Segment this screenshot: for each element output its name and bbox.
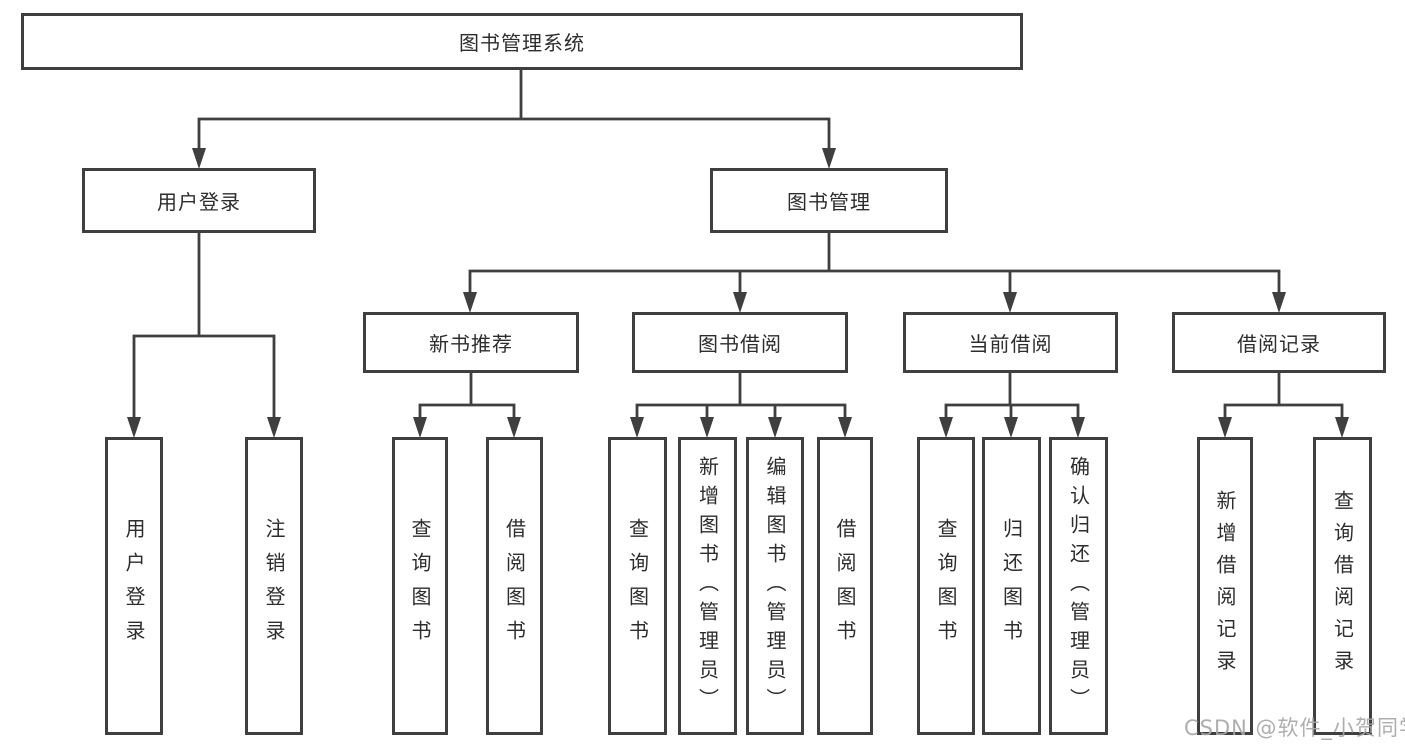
node-current-borrowing: 当前借阅 [903,312,1118,373]
arrow-icon [413,417,427,438]
arrow-icon [192,148,206,169]
node-user-login: 用户登录 [82,168,316,233]
node-label: 图书借阅 [698,332,782,356]
arrow-icon [1218,417,1232,438]
leaf-label: 用户登录 [122,518,146,654]
arrow-icon [267,417,281,438]
leaf-current-confirm-return-admin: 确认归还（管理员） [1049,437,1108,735]
leaf-label: 编辑图书（管理员） [763,455,787,717]
leaf-current-query-books: 查询图书 [917,437,975,735]
leaf-records-query-borrow-record: 查询借阅记录 [1313,437,1372,735]
arrow-icon [733,292,747,313]
node-library-management-system: 图书管理系统 [21,13,1023,70]
leaf-label: 新增图书（管理员） [695,455,720,717]
leaf-records-add-borrow-record: 新增借阅记录 [1197,437,1253,735]
node-book-management: 图书管理 [710,168,948,233]
leaf-borrowing-borrow-books: 借阅图书 [817,437,873,735]
node-label: 当前借阅 [968,332,1053,356]
leaf-label: 确认归还（管理员） [1066,455,1091,717]
leaf-label: 注销登录 [262,518,286,654]
leaf-label: 查询图书 [625,518,650,654]
arrowheads [127,148,1349,438]
connector-paths [132,68,1344,422]
leaf-newrec-borrow-books: 借阅图书 [486,437,543,735]
leaf-borrowing-query-books: 查询图书 [608,437,667,735]
arrow-icon [1003,292,1017,313]
leaf-label: 借阅图书 [502,518,527,654]
arrow-icon [1272,292,1286,313]
arrow-icon [939,417,953,438]
leaf-label: 查询借阅记录 [1330,490,1355,682]
node-label: 新书推荐 [429,332,513,356]
arrow-icon [630,417,644,438]
arrow-icon [822,148,836,169]
arrow-icon [1071,417,1085,438]
leaf-label: 查询图书 [408,518,432,654]
leaf-user-login: 用户登录 [105,437,163,735]
node-label: 图书管理系统 [459,31,585,55]
arrow-icon [700,417,714,438]
leaf-borrowing-add-books-admin: 新增图书（管理员） [678,437,737,735]
node-label: 图书管理 [787,190,871,214]
leaf-logout: 注销登录 [245,437,303,735]
arrow-icon [463,292,477,313]
node-label: 借阅记录 [1237,332,1321,356]
node-borrowing-records: 借阅记录 [1172,312,1386,373]
arrow-icon [1004,417,1018,438]
node-label: 用户登录 [157,190,241,214]
leaf-newrec-query-books: 查询图书 [392,437,448,735]
leaf-current-return-books: 归还图书 [982,437,1041,735]
leaf-borrowing-edit-books-admin: 编辑图书（管理员） [746,437,804,735]
node-book-borrowing: 图书借阅 [632,312,848,373]
arrow-icon [768,417,782,438]
leaf-label: 归还图书 [999,518,1024,654]
arrow-icon [507,417,521,438]
leaf-label: 借阅图书 [833,518,857,654]
arrow-icon [1335,417,1349,438]
arrow-icon [838,417,852,438]
leaf-label: 查询图书 [934,518,958,654]
leaf-label: 新增借阅记录 [1213,490,1237,682]
watermark-text: CSDN @软件_小贺同学 [1184,716,1405,740]
arrow-icon [127,417,141,438]
node-new-book-recommendation: 新书推荐 [363,312,579,373]
